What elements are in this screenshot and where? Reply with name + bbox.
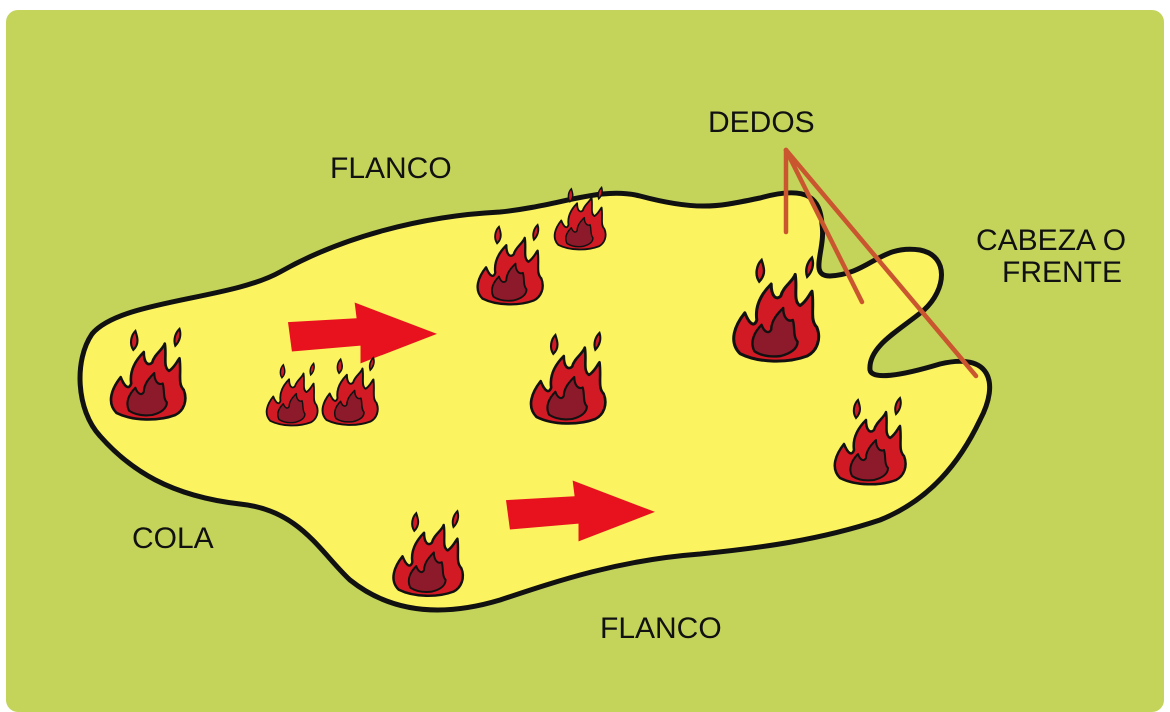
fire-shape-diagram: FLANCO DEDOS CABEZA O FRENTE COLA FLANCO xyxy=(6,10,1164,712)
label-tail: COLA xyxy=(132,522,214,555)
label-bottom-flank: FLANCO xyxy=(600,612,722,645)
label-head-line1: CABEZA O xyxy=(976,224,1126,257)
label-fingers: DEDOS xyxy=(708,106,815,139)
diagram-panel: FLANCO DEDOS CABEZA O FRENTE COLA FLANCO xyxy=(6,10,1164,712)
label-head-line2: FRENTE xyxy=(1002,256,1122,289)
label-top-flank: FLANCO xyxy=(330,152,452,185)
